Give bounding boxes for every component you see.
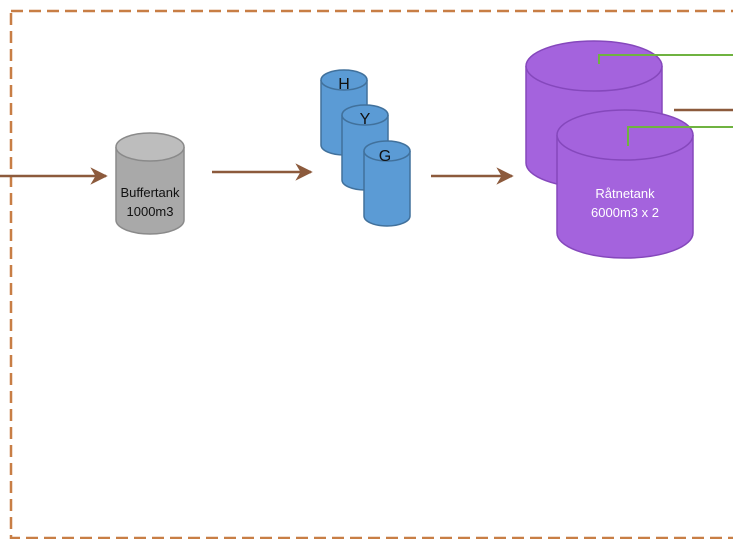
digester-tank-capacity: 6000m3 x 2 [591,205,659,220]
buffer-tank-capacity: 1000m3 [127,204,174,219]
gas-line-back [598,54,733,64]
hyg-tank-g-label: G [379,148,391,165]
hyg-tank-g: G [363,140,411,227]
digester-tank-front: Råtnetank 6000m3 x 2 [556,109,694,259]
plant-boundary [9,9,733,539]
hyg-tank-h-label: H [338,76,350,93]
buffer-tank: Buffertank 1000m3 [115,132,185,235]
buffer-tank-name: Buffertank [120,185,180,200]
digester-tank-name: Råtnetank [595,186,655,201]
hyg-tank-y-label: Y [360,111,371,128]
gas-line-front [627,126,733,146]
